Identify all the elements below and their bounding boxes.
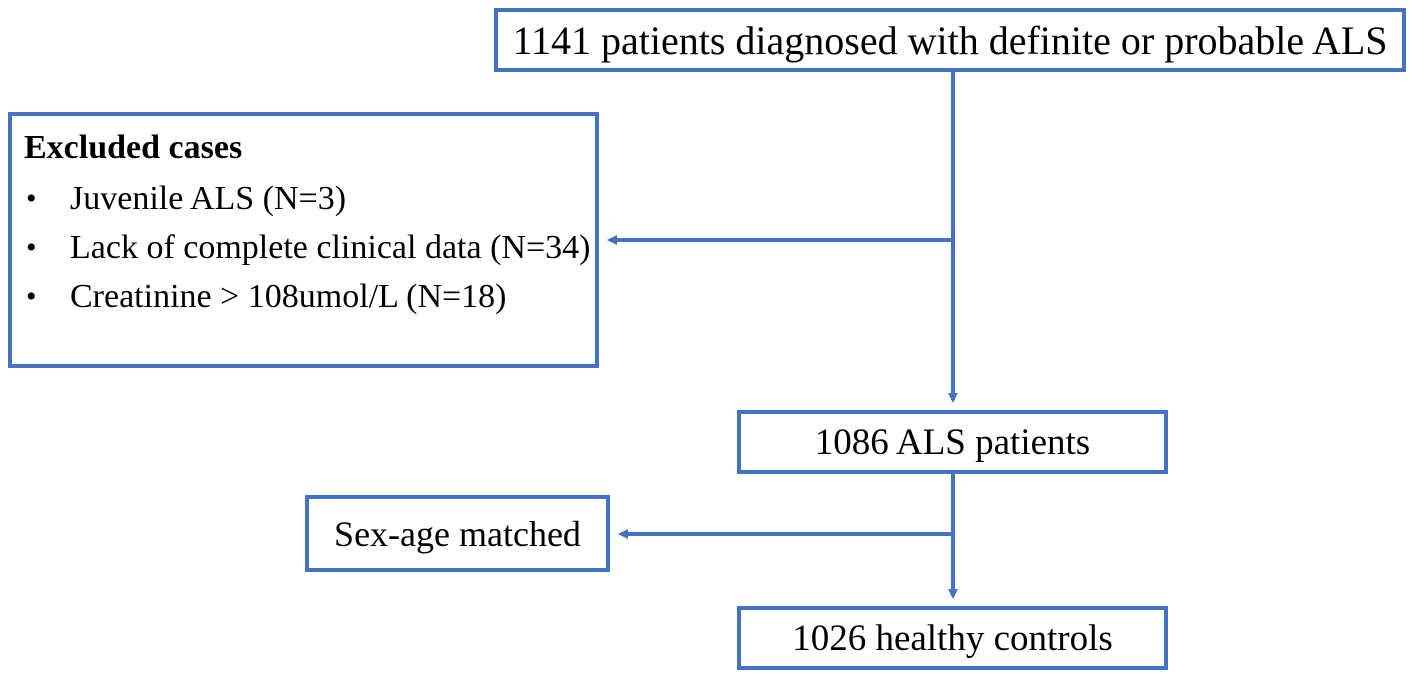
excluded-cases-list: • Juvenile ALS (N=3) • Lack of complete … (24, 174, 595, 321)
bullet-icon: • (26, 182, 37, 215)
bullet-icon: • (26, 231, 37, 264)
healthy-controls-label: 1026 healthy controls (792, 617, 1113, 659)
total-patients-box: 1141 patients diagnosed with definite or… (494, 8, 1406, 72)
excluded-item-juvenile: • Juvenile ALS (N=3) (24, 174, 595, 223)
excluded-item-label: Creatinine > 108umol/L (N=18) (70, 278, 507, 315)
als-patients-label: 1086 ALS patients (814, 421, 1091, 463)
excluded-cases-box: Excluded cases • Juvenile ALS (N=3) • La… (8, 112, 599, 368)
excluded-cases-title: Excluded cases (24, 129, 243, 166)
excluded-item-label: Lack of complete clinical data (N=34) (70, 229, 591, 266)
excluded-item-label: Juvenile ALS (N=3) (70, 180, 347, 217)
sex-age-matched-box: Sex-age matched (305, 495, 610, 572)
bullet-icon: • (26, 280, 37, 313)
total-patients-label: 1141 patients diagnosed with definite or… (512, 17, 1388, 63)
excluded-item-creatinine: • Creatinine > 108umol/L (N=18) (24, 272, 595, 321)
excluded-item-incomplete-data: • Lack of complete clinical data (N=34) (24, 223, 595, 272)
als-patients-box: 1086 ALS patients (737, 410, 1168, 474)
sex-age-matched-label: Sex-age matched (334, 513, 581, 554)
healthy-controls-box: 1026 healthy controls (737, 606, 1168, 670)
